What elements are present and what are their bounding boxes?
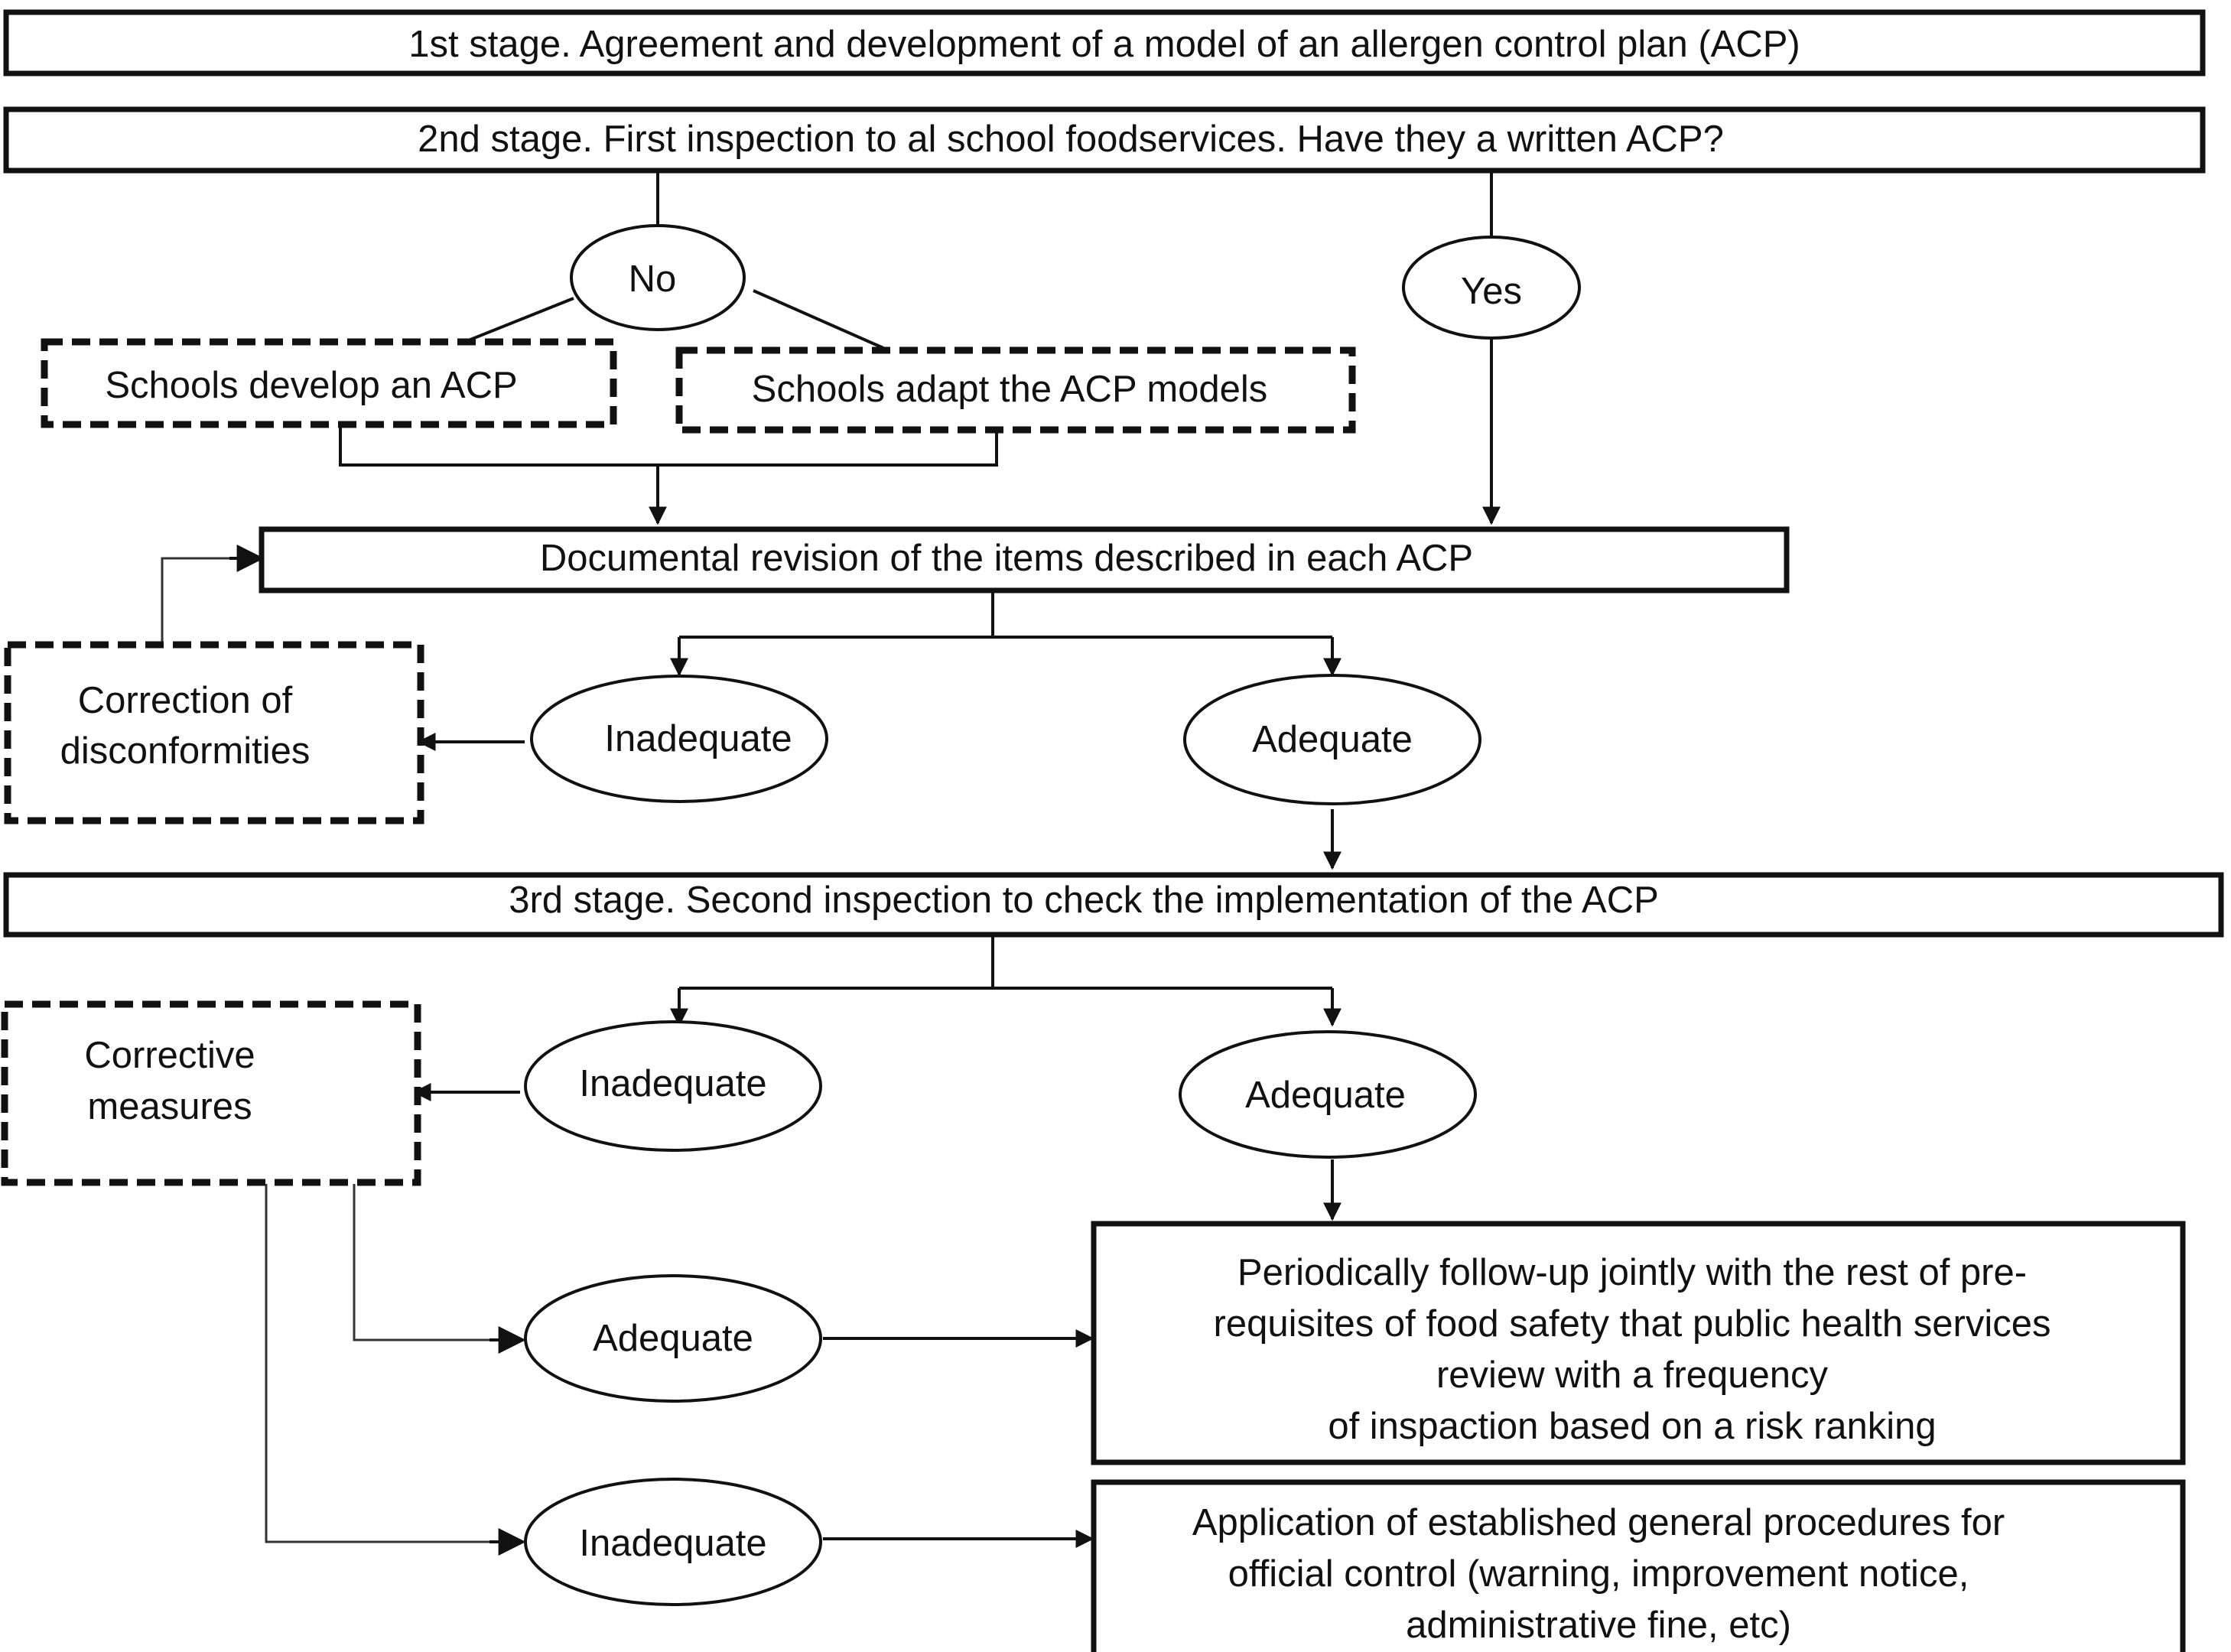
corrective-measures: Corrective measures — [1, 1000, 421, 1186]
schools-develop-box — [41, 338, 617, 428]
branch-no-ellipse — [570, 224, 746, 331]
official-control-line-1: Application of established general proce… — [1192, 1502, 2005, 1543]
correction-box — [4, 641, 424, 824]
review-adequate-label: Adequate — [1252, 719, 1413, 760]
inspection-adequate-label: Adequate — [1245, 1075, 1406, 1116]
stage-3-label: 3rd stage. Second inspection to check th… — [509, 880, 1659, 921]
official-control-box — [1091, 1479, 2186, 1652]
review-inadequate-ellipse — [530, 675, 828, 803]
documental-revision: Documental revision of the items describ… — [259, 526, 1790, 593]
connectors — [161, 172, 1501, 1556]
review-adequate-ellipse — [1183, 674, 1481, 805]
followup-box — [1091, 1221, 2186, 1465]
correction-of-disconformities: Correction of disconformities — [4, 641, 424, 824]
inspection-adequate-ellipse — [1179, 1030, 1477, 1159]
branch-yes-label: Yes — [1461, 271, 1522, 312]
inspection-inadequate: Inadequate — [524, 1020, 822, 1152]
branch-no: No — [570, 224, 746, 331]
recheck-inadequate-label: Inadequate — [579, 1523, 766, 1564]
schools-adapt-acp: Schools adapt the ACP models — [675, 346, 1356, 434]
schools-adapt-box — [675, 346, 1356, 434]
official-control-procedures: Application of established general proce… — [1091, 1479, 2186, 1652]
followup-line-2: requisites of food safety that public he… — [1214, 1303, 2051, 1345]
connector-no-develop — [458, 297, 574, 346]
recheck-adequate: Adequate — [524, 1274, 822, 1403]
stage-1-box — [3, 9, 2206, 76]
stage-3: 3rd stage. Second inspection to check th… — [3, 872, 2224, 938]
stage-2: 2nd stage. First inspection to al school… — [3, 106, 2206, 174]
correction-label-line2: disconformities — [60, 730, 311, 772]
connector-no-adapt — [753, 289, 884, 350]
correction-label-line1: Correction of — [78, 680, 293, 721]
recheck-inadequate-ellipse — [524, 1478, 822, 1606]
connector-corrective-to-recheck-adequate — [353, 1184, 489, 1341]
documental-revision-label: Documental revision of the items describ… — [540, 538, 1473, 579]
stage-1-label: 1st stage. Agreement and development of … — [408, 24, 1800, 65]
stage-3-box — [3, 872, 2224, 938]
recheck-adequate-label: Adequate — [593, 1318, 753, 1359]
followup-line-3: review with a frequency — [1436, 1354, 1829, 1396]
stage-2-label: 2nd stage. First inspection to al school… — [418, 119, 1724, 160]
followup-line-4: of inspaction based on a risk ranking — [1328, 1406, 1936, 1447]
schools-develop-label: Schools develop an ACP — [105, 365, 517, 406]
review-inadequate: Inadequate — [530, 675, 828, 803]
connector-merge-develop-adapt — [339, 426, 998, 467]
documental-revision-box — [259, 526, 1790, 593]
inspection-inadequate-label: Inadequate — [579, 1063, 766, 1104]
schools-adapt-label: Schools adapt the ACP models — [752, 369, 1268, 410]
schools-develop-acp: Schools develop an ACP — [41, 338, 617, 428]
connector-stage3-split — [679, 937, 994, 990]
periodic-followup: Periodically follow-up jointly with the … — [1091, 1221, 2186, 1465]
branch-yes-ellipse — [1402, 236, 1581, 340]
connector-correction-to-revision — [161, 557, 260, 644]
connector-corrective-to-recheck-inadequate — [265, 1184, 489, 1543]
connector-revision-split — [679, 590, 994, 639]
review-inadequate-label: Inadequate — [604, 718, 792, 759]
official-control-line-3: administrative fine, etc) — [1406, 1605, 1791, 1646]
recheck-adequate-ellipse — [524, 1274, 822, 1403]
branch-no-label: No — [629, 259, 677, 300]
stage-1: 1st stage. Agreement and development of … — [3, 9, 2206, 76]
corrective-box — [1, 1000, 421, 1186]
inspection-inadequate-ellipse — [524, 1020, 822, 1152]
stage-2-box — [3, 106, 2206, 174]
recheck-inadequate: Inadequate — [524, 1478, 822, 1606]
inspection-adequate: Adequate — [1179, 1030, 1477, 1159]
corrective-label-line1: Corrective — [84, 1035, 255, 1076]
followup-line-1: Periodically follow-up jointly with the … — [1237, 1252, 2027, 1293]
review-adequate: Adequate — [1183, 674, 1481, 805]
corrective-label-line2: measures — [87, 1086, 252, 1127]
official-control-line-2: official control (warning, improvement n… — [1228, 1553, 1969, 1595]
branch-yes: Yes — [1402, 236, 1581, 340]
